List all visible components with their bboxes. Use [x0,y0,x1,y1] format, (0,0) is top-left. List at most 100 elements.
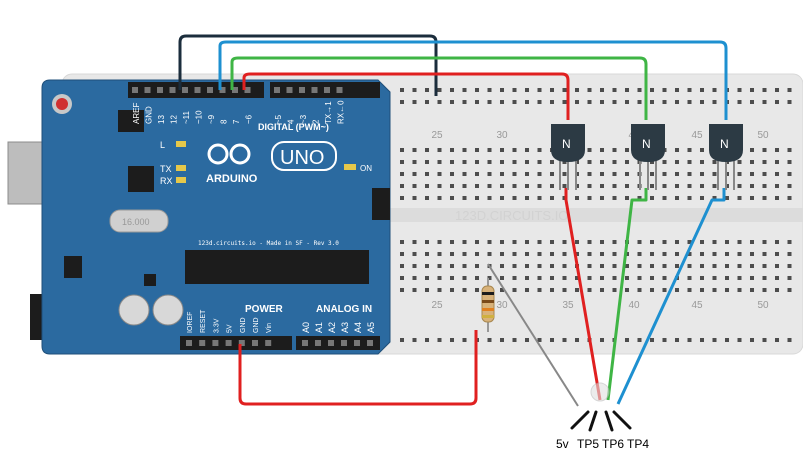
breadboard-hole [750,264,754,268]
breadboard-hole [612,184,617,188]
power-pin-hole[interactable] [265,340,272,346]
digital-pin-hole[interactable] [169,87,176,93]
led-pin-label-tp5: TP5 [577,437,600,451]
breadboard-hole [500,160,504,164]
breadboard-hole [700,148,704,152]
breadboard-hole [637,252,642,256]
transistor-2-label: N [642,137,651,151]
breadboard-hole [512,184,517,188]
breadboard-hole [550,338,554,342]
power-label: POWER [245,304,284,315]
led-pin-label-tp6: TP6 [602,437,625,451]
breadboard-hole [425,100,429,104]
digital-pin-hole[interactable] [157,87,163,93]
breadboard-hole [550,100,554,104]
digital-pin-hole[interactable] [324,87,330,93]
breadboard-hole [475,88,479,92]
analog-pin-hole[interactable] [367,340,373,346]
digital-pin-hole[interactable] [144,87,151,93]
breadboard-hole [450,252,454,256]
analog-pin-hole[interactable] [354,340,360,346]
digital-pin-hole[interactable] [311,87,318,93]
breadboard-hole [537,88,542,92]
breadboard-hole [625,338,629,342]
breadboard-hole [587,172,592,176]
power-pin-hole[interactable] [199,340,206,346]
breadboard-hole [462,172,467,176]
wires [178,34,728,407]
breadboard-hole [787,88,792,92]
breadboard-hole [612,160,617,164]
breadboard-hole [775,184,779,188]
voltage-regulator [64,256,82,278]
power-pin-hole[interactable] [225,340,232,346]
breadboard-hole [562,288,567,292]
breadboard-hole [737,184,742,188]
breadboard-hole [462,240,467,244]
breadboard-hole [700,88,704,92]
breadboard-watermark: 123D.CIRCUITS.IO [455,208,568,223]
digital-pin-hole[interactable] [182,87,188,93]
breadboard-hole [737,252,742,256]
breadboard-hole [562,172,567,176]
digital-pin-label: RX←0 [337,100,346,124]
digital-pin-hole[interactable] [194,87,201,93]
breadboard-hole [625,172,629,176]
breadboard-column-label: 50 [757,130,769,141]
breadboard-hole [450,264,454,268]
breadboard-hole [775,100,779,104]
breadboard-hole [475,148,479,152]
breadboard-hole [475,276,479,280]
crystal-text: 16.000 [122,217,150,227]
small-chip [144,274,156,286]
analog-pin-hole[interactable] [341,340,347,346]
breadboard-hole [712,88,717,92]
breadboard-hole [412,252,417,256]
digital-pin-hole[interactable] [286,87,293,93]
breadboard-hole [725,338,729,342]
breadboard-hole [462,100,467,104]
breadboard-hole [450,276,454,280]
breadboard-hole [762,240,767,244]
analog-header [296,336,380,350]
breadboard-hole [500,240,504,244]
breadboard-hole [512,288,517,292]
digital-pin-hole[interactable] [132,87,138,93]
digital-pin-hole[interactable] [244,87,251,93]
breadboard-hole [612,288,617,292]
analog-pin-hole[interactable] [302,340,308,346]
breadboard-hole [762,338,767,342]
power-pin-hole[interactable] [252,340,258,346]
breadboard-hole [712,172,717,176]
power-pin-hole[interactable] [212,340,219,346]
digital-pin-hole[interactable] [232,87,238,93]
breadboard-hole [400,184,404,188]
digital-pin-hole[interactable] [207,87,213,93]
transistor-3: N [709,124,743,190]
analog-pin-hole[interactable] [315,340,321,346]
breadboard-hole [562,338,567,342]
analog-pin-hole[interactable] [328,340,334,346]
breadboard-hole [412,148,417,152]
breadboard-hole [612,88,617,92]
breadboard-hole [412,338,417,342]
reset-button[interactable] [56,98,68,110]
digital-pin-hole[interactable] [219,87,226,93]
breadboard-hole [500,88,504,92]
breadboard-hole [462,88,467,92]
breadboard-hole [600,88,604,92]
breadboard-column-label: 25 [431,130,443,141]
breadboard-hole [425,196,429,200]
power-pin-hole[interactable] [238,340,245,346]
capacitor-1 [118,294,150,326]
digital-pin-hole[interactable] [299,87,305,93]
breadboard-hole [400,276,404,280]
breadboard-hole [437,276,442,280]
digital-pin-hole[interactable] [274,87,280,93]
breadboard-hole [750,172,754,176]
power-pin-hole[interactable] [186,340,192,346]
digital-pin-label: 8 [220,119,229,124]
digital-pin-hole[interactable] [336,87,343,93]
